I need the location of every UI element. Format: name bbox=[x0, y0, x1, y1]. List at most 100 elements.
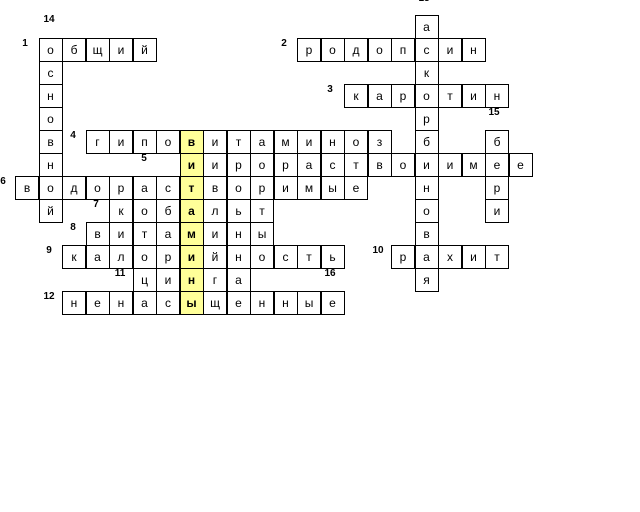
crossword-cell: а bbox=[132, 176, 157, 200]
clue-number: 1 bbox=[22, 38, 28, 49]
crossword-cell: т bbox=[226, 130, 251, 154]
crossword-cell: к bbox=[344, 84, 368, 108]
clue-number: 11 bbox=[114, 268, 126, 279]
clue-number: 9 bbox=[46, 245, 52, 256]
crossword-cell: а bbox=[156, 222, 180, 246]
crossword-cell: н bbox=[179, 268, 204, 292]
crossword-cell: и bbox=[461, 84, 486, 108]
crossword-cell: б bbox=[414, 130, 439, 154]
clue-number: 13 bbox=[414, 0, 434, 6]
crossword-cell: ь bbox=[320, 245, 345, 269]
crossword-cell: п bbox=[132, 130, 157, 154]
clue-number: 6 bbox=[0, 176, 6, 187]
crossword-cell: щ bbox=[203, 291, 227, 315]
crossword-cell: а bbox=[414, 245, 439, 269]
crossword-cell: н bbox=[461, 38, 486, 62]
crossword-cell: н bbox=[485, 84, 509, 108]
crossword-cell: р bbox=[250, 176, 274, 200]
crossword-cell: й bbox=[38, 199, 63, 223]
crossword-cell: н bbox=[273, 291, 298, 315]
crossword-cell: р bbox=[297, 38, 321, 62]
crossword-cell: т bbox=[297, 245, 321, 269]
crossword-cell: е bbox=[344, 176, 368, 200]
crossword-cell: а bbox=[179, 199, 204, 223]
crossword-cell: н bbox=[414, 176, 439, 200]
clue-number: 3 bbox=[327, 84, 333, 95]
crossword-cell: е bbox=[226, 291, 251, 315]
crossword-cell: г bbox=[85, 130, 110, 154]
crossword-cell: а bbox=[367, 84, 392, 108]
crossword-cell: н bbox=[226, 245, 251, 269]
crossword-cell: к bbox=[109, 199, 133, 223]
clue-number: 2 bbox=[281, 38, 287, 49]
crossword-cell: й bbox=[132, 38, 157, 62]
crossword-cell: н bbox=[38, 84, 63, 108]
crossword-cell: о bbox=[132, 199, 157, 223]
crossword-cell: и bbox=[109, 38, 133, 62]
clue-number: 12 bbox=[43, 291, 55, 302]
crossword-cell: в bbox=[203, 176, 227, 200]
clue-number: 16 bbox=[324, 268, 336, 279]
crossword-cell: е bbox=[508, 153, 533, 177]
crossword-cell: о bbox=[250, 153, 274, 177]
crossword-cell: м bbox=[179, 222, 204, 246]
crossword-cell: в bbox=[414, 222, 439, 246]
crossword-cell: в bbox=[85, 222, 110, 246]
crossword-cell: т bbox=[132, 222, 157, 246]
crossword-cell: р bbox=[391, 245, 415, 269]
crossword-cell: р bbox=[485, 176, 509, 200]
crossword-cell: и bbox=[156, 268, 180, 292]
crossword-cell: и bbox=[109, 222, 133, 246]
crossword-cell: о bbox=[414, 199, 439, 223]
crossword-cell: с bbox=[156, 176, 180, 200]
crossword-cell: и bbox=[461, 245, 486, 269]
crossword-cell: а bbox=[414, 15, 439, 39]
crossword-cell: и bbox=[438, 38, 462, 62]
clue-number: 14 bbox=[43, 14, 55, 25]
crossword-cell: о bbox=[38, 176, 63, 200]
crossword-cell: х bbox=[438, 245, 462, 269]
crossword-cell: о bbox=[38, 38, 63, 62]
crossword-cell: к bbox=[414, 61, 439, 85]
crossword-cell: н bbox=[38, 153, 63, 177]
crossword-cell: а bbox=[297, 153, 321, 177]
crossword-cell: т bbox=[179, 176, 204, 200]
crossword-cell: б bbox=[156, 199, 180, 223]
crossword-cell: с bbox=[414, 38, 439, 62]
crossword-cell: о bbox=[132, 245, 157, 269]
crossword-cell: т bbox=[438, 84, 462, 108]
crossword-cell: о bbox=[414, 84, 439, 108]
crossword-cell: ы bbox=[179, 291, 204, 315]
crossword-cell: л bbox=[203, 199, 227, 223]
crossword-cell: е bbox=[85, 291, 110, 315]
crossword-cell: и bbox=[297, 130, 321, 154]
crossword-cell: м bbox=[273, 130, 298, 154]
crossword-cell: я bbox=[414, 268, 439, 292]
crossword-cell: з bbox=[367, 130, 392, 154]
crossword-cell: о bbox=[226, 176, 251, 200]
crossword-cell: ы bbox=[250, 222, 274, 246]
crossword-cell: ы bbox=[320, 176, 345, 200]
crossword-cell: л bbox=[109, 245, 133, 269]
crossword-cell: р bbox=[414, 107, 439, 131]
crossword-cell: с bbox=[273, 245, 298, 269]
crossword-cell: н bbox=[62, 291, 86, 315]
crossword-cell: о bbox=[367, 38, 392, 62]
crossword-cell: и bbox=[179, 245, 204, 269]
crossword-cell: м bbox=[297, 176, 321, 200]
clue-number: 8 bbox=[70, 222, 76, 233]
crossword-cell: е bbox=[320, 291, 345, 315]
crossword-cell: а bbox=[250, 130, 274, 154]
clue-number: 7 bbox=[93, 199, 99, 210]
crossword-cell: и bbox=[179, 153, 204, 177]
crossword-cell: н bbox=[250, 291, 274, 315]
crossword-cell: н bbox=[320, 130, 345, 154]
crossword-cell: ц bbox=[132, 268, 157, 292]
crossword-cell: щ bbox=[85, 38, 110, 62]
clue-number: 4 bbox=[70, 130, 76, 141]
crossword-cell: о bbox=[38, 107, 63, 131]
crossword-cell: д bbox=[344, 38, 368, 62]
crossword-cell: о bbox=[320, 38, 345, 62]
crossword-cell: д bbox=[62, 176, 86, 200]
